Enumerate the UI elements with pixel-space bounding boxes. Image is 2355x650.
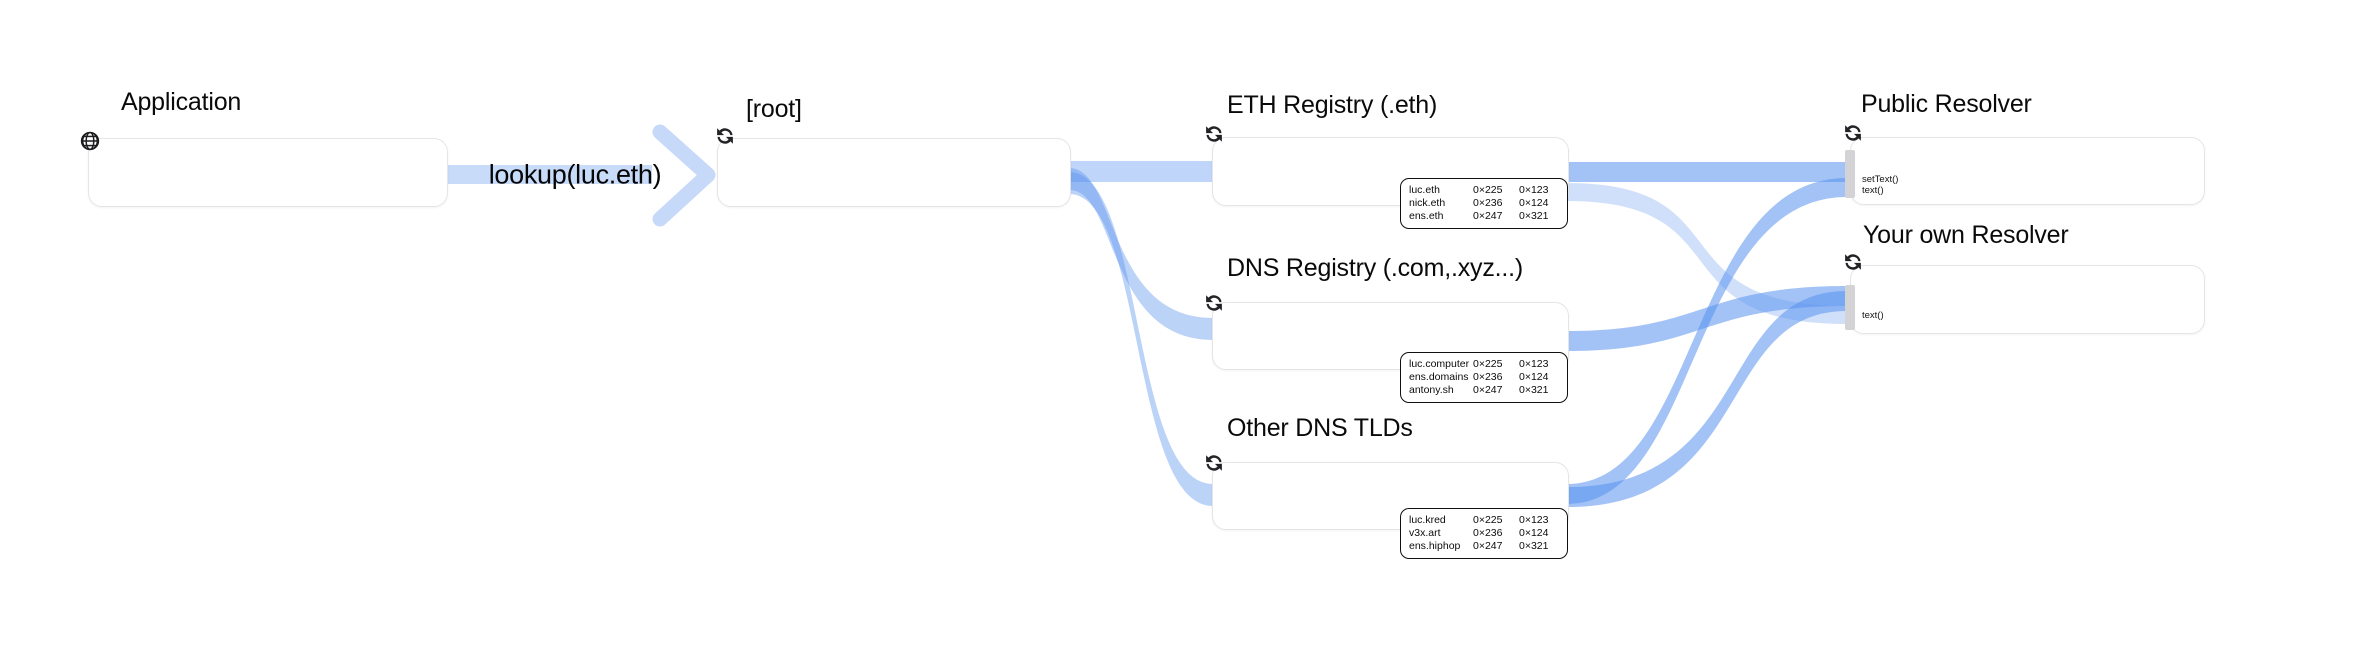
- table-row: v3x.art 0×236 0×124: [1409, 527, 1549, 539]
- flow-root-eth: [1069, 161, 1213, 182]
- resolver-input-port: [1845, 150, 1855, 198]
- table-row: ens.hiphop 0×247 0×321: [1409, 540, 1549, 552]
- node-box-dns-registry: [1212, 302, 1569, 370]
- table-row: nick.eth 0×236 0×124: [1409, 197, 1549, 209]
- flow-root-other: [1069, 172, 1213, 506]
- table-row: ens.domains 0×236 0×124: [1409, 371, 1549, 383]
- node-title-application: Application: [121, 88, 242, 116]
- node-title-root: [root]: [746, 95, 802, 123]
- your-resolver-functions: text(): [1862, 310, 1884, 322]
- sync-icon: [1203, 122, 1225, 146]
- sync-icon: [1203, 451, 1225, 475]
- sync-icon: [1842, 121, 1864, 145]
- node-title-dns-registry: DNS Registry (.com,.xyz...): [1227, 254, 1524, 282]
- globe-icon: [79, 129, 101, 153]
- table-row: luc.kred 0×225 0×123: [1409, 514, 1549, 526]
- node-title-your-resolver: Your own Resolver: [1863, 221, 2069, 249]
- arrowhead-icon: [652, 124, 716, 227]
- flow-application-root: [447, 165, 652, 184]
- flow-eth-public: [1567, 162, 1847, 182]
- table-row: ens.eth 0×247 0×321: [1409, 210, 1549, 222]
- function-label: setText(): [1862, 174, 1899, 185]
- sync-icon: [1842, 250, 1864, 274]
- flow-eth-yourown: [1567, 183, 1847, 324]
- node-box-public-resolver: [1850, 137, 2205, 205]
- dns-registry-records-table: luc.computer 0×225 0×123 ens.domains 0×2…: [1400, 352, 1568, 403]
- node-title-other-tlds: Other DNS TLDs: [1227, 414, 1413, 442]
- node-box-root: [717, 138, 1071, 207]
- node-title-public-resolver: Public Resolver: [1861, 90, 2032, 118]
- node-box-application: [88, 138, 448, 207]
- function-label: text(): [1862, 184, 1884, 196]
- public-resolver-functions: setText() text(): [1862, 174, 1899, 196]
- table-row: luc.eth 0×225 0×123: [1409, 184, 1549, 196]
- function-label: text(): [1862, 310, 1884, 321]
- flow-root-dns: [1069, 168, 1213, 340]
- flow-other-yourown: [1567, 291, 1847, 507]
- node-title-eth-registry: ETH Registry (.eth): [1227, 91, 1438, 119]
- sync-icon: [714, 124, 736, 148]
- table-row: antony.sh 0×247 0×321: [1409, 384, 1549, 396]
- eth-registry-records-table: luc.eth 0×225 0×123 nick.eth 0×236 0×124…: [1400, 178, 1568, 229]
- edge-label-lookup: lookup(luc.eth): [488, 159, 662, 190]
- resolver-input-port: [1845, 285, 1855, 330]
- node-box-your-resolver: [1850, 265, 2205, 334]
- table-row: luc.computer 0×225 0×123: [1409, 358, 1549, 370]
- other-tlds-records-table: luc.kred 0×225 0×123 v3x.art 0×236 0×124…: [1400, 508, 1568, 559]
- sync-icon: [1203, 291, 1225, 315]
